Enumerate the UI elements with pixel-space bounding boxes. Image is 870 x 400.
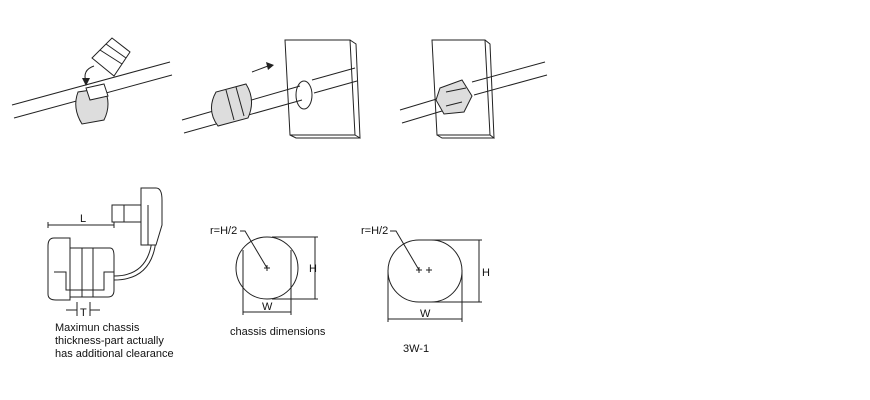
step3-installed [399, 39, 548, 140]
label-H-round: H [309, 263, 317, 275]
step2-insert [181, 39, 361, 139]
clip-caption-line1: Maximun chassis [55, 322, 140, 334]
label-W-oval: W [420, 308, 431, 320]
label-r-round: r=H/2 [210, 225, 237, 237]
round-hole-view: r=H/2 H W [210, 225, 318, 315]
oval-hole-view: r=H/2 H W [361, 225, 490, 322]
label-H-oval: H [482, 267, 490, 279]
label-r-oval: r=H/2 [361, 225, 388, 237]
clip-caption-line3: has additional clearance [55, 348, 174, 360]
clip-dimension-view: L T [47, 187, 163, 319]
label-T: T [80, 307, 87, 319]
dimension-L [47, 222, 115, 228]
label-L: L [80, 213, 86, 225]
push-arrow-icon [251, 65, 269, 73]
oval-hole-caption: 3W-1 [403, 343, 430, 355]
round-hole-caption: chassis dimensions [230, 326, 326, 338]
clip-caption: Maximun chassis thickness-part actually … [55, 322, 174, 361]
label-W-round: W [262, 301, 273, 313]
dimension-T [66, 302, 100, 316]
step1-clip-attach [11, 37, 173, 125]
clip-caption-line2: thickness-part actually [55, 335, 164, 347]
